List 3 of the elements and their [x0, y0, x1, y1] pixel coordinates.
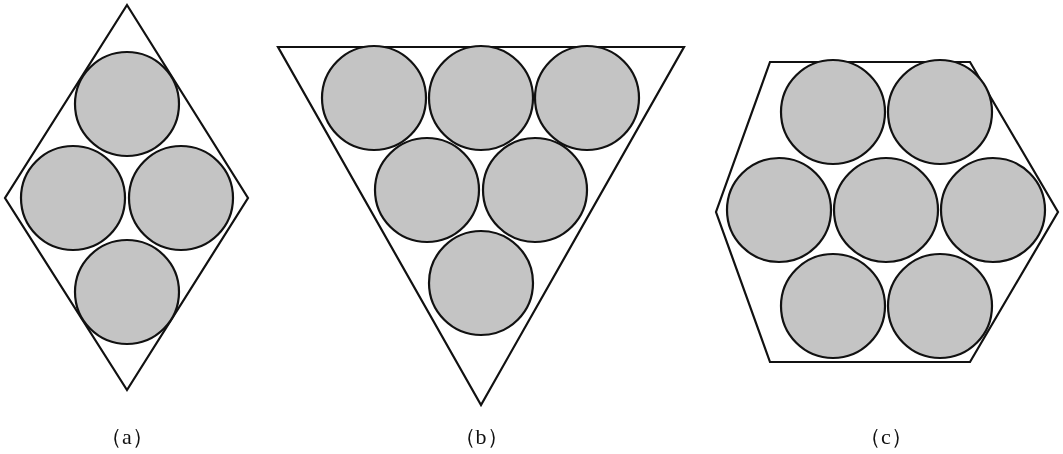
- subfigure-label: （c）: [859, 426, 913, 448]
- subfigure-label: （b）: [453, 426, 509, 448]
- subfigure-label: （a）: [100, 426, 154, 448]
